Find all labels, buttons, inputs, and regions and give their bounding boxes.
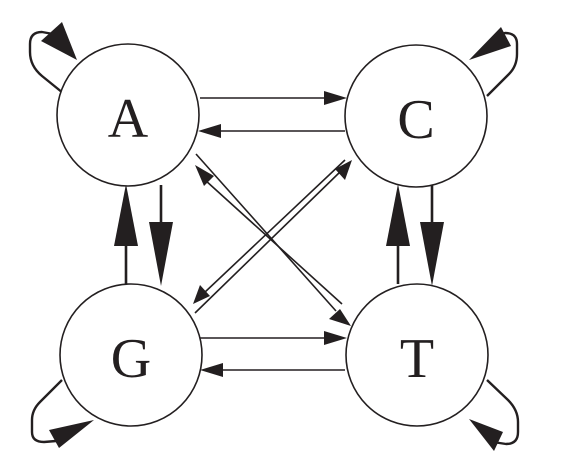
node-c-label: C xyxy=(397,89,434,151)
edge-a-to-t xyxy=(195,153,351,326)
self-loop-a xyxy=(28,22,77,94)
self-loop-c xyxy=(469,27,519,97)
edge-t-to-a xyxy=(195,165,343,305)
node-t-label: T xyxy=(400,328,434,390)
edge-g-to-t xyxy=(200,331,347,345)
node-a: A xyxy=(56,43,200,187)
edge-t-to-c xyxy=(386,184,410,284)
edge-c-to-t xyxy=(420,185,444,286)
edge-a-to-g xyxy=(149,185,173,286)
edge-a-to-c xyxy=(200,91,347,105)
node-a-label: A xyxy=(108,88,149,150)
edge-g-to-c xyxy=(194,160,352,314)
self-loop-t xyxy=(469,379,520,451)
node-g-label: G xyxy=(111,328,151,390)
self-loop-g xyxy=(30,379,94,448)
edge-g-to-a xyxy=(114,184,138,284)
node-c: C xyxy=(344,44,488,188)
edge-c-to-g xyxy=(193,159,346,304)
edge-c-to-a xyxy=(198,124,345,138)
node-g: G xyxy=(59,283,203,427)
edge-t-to-g xyxy=(200,363,345,377)
node-t: T xyxy=(345,283,489,427)
